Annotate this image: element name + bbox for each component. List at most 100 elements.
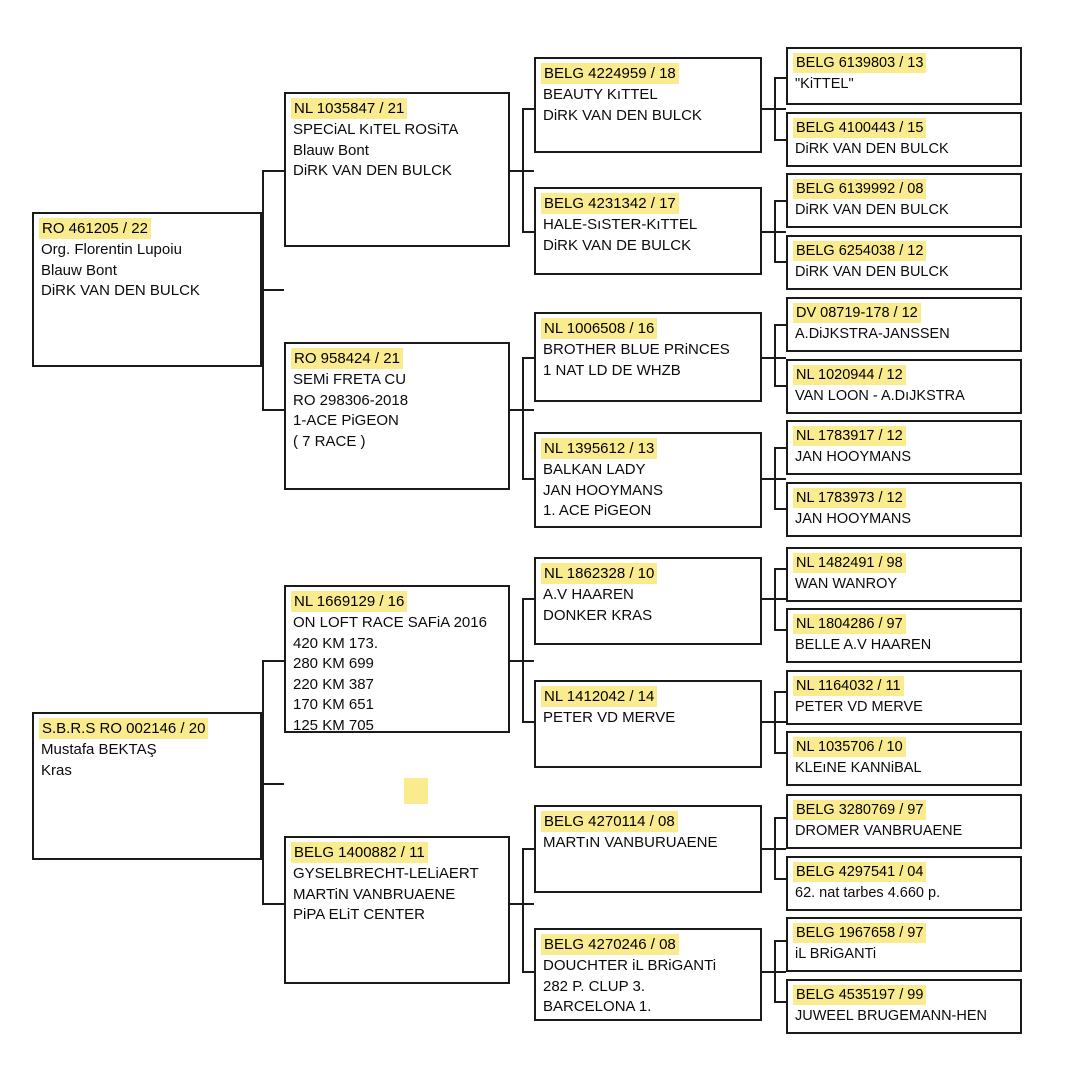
pedigree-node-g4-8[interactable]: NL 1783973 / 12 JAN HOOYMANS — [786, 482, 1022, 537]
pedigree-node-g4-11[interactable]: NL 1164032 / 11 PETER VD MERVE — [786, 670, 1022, 725]
ring-number: NL 1035847 / 21 — [291, 98, 408, 119]
node-detail-line: iL BRiGANTi — [795, 946, 877, 962]
pedigree-node-g2-2[interactable]: RO 958424 / 21 SEMi FRETA CU RO 298306-2… — [284, 342, 510, 490]
node-detail-line: ( 7 RACE ) — [293, 432, 366, 450]
node-detail-line: MARTiN VANBRUAENE — [293, 885, 456, 903]
pedigree-node-g4-3[interactable]: BELG 6139992 / 08 DiRK VAN DEN BULCK — [786, 173, 1022, 228]
ring-number: BELG 4270246 / 08 — [541, 934, 679, 955]
pedigree-node-g4-4[interactable]: BELG 6254038 / 12 DiRK VAN DEN BULCK — [786, 235, 1022, 290]
connector — [522, 108, 534, 110]
node-detail-line: 1 NAT LD DE WHZB — [543, 361, 681, 379]
connector — [774, 447, 776, 509]
ring-number: DV 08719-178 / 12 — [793, 303, 921, 323]
node-detail-line: BROTHER BLUE PRiNCES — [543, 341, 730, 358]
pedigree-node-g4-16[interactable]: BELG 4535197 / 99 JUWEEL BRUGEMANN-HEN — [786, 979, 1022, 1034]
pedigree-node-g2-1[interactable]: NL 1035847 / 21 SPECiAL KıTEL ROSiTA Bla… — [284, 92, 510, 247]
node-detail-line: VAN LOON - A.DıJKSTRA — [795, 388, 965, 404]
connector — [774, 752, 786, 754]
node-detail-line: 220 KM 387 — [293, 675, 374, 693]
pedigree-node-g3-1[interactable]: BELG 4224959 / 18 BEAUTY KıTTEL DiRK VAN… — [534, 57, 762, 153]
node-detail-line: Blauw Bont — [293, 141, 369, 159]
pedigree-node-g4-13[interactable]: BELG 3280769 / 97 DROMER VANBRUAENE — [786, 794, 1022, 849]
pedigree-node-g4-6[interactable]: NL 1020944 / 12 VAN LOON - A.DıJKSTRA — [786, 359, 1022, 414]
node-detail-line: DiRK VAN DEN BULCK — [293, 162, 452, 179]
pedigree-node-g4-2[interactable]: BELG 4100443 / 15 DiRK VAN DEN BULCK — [786, 112, 1022, 167]
node-detail-line: RO 298306-2018 — [293, 391, 409, 409]
ring-number: BELG 4224959 / 18 — [541, 63, 679, 84]
node-detail-line: PiPA ELiT CENTER — [293, 906, 425, 923]
pedigree-node-g3-2[interactable]: BELG 4231342 / 17 HALE-SıSTER-KıTTEL DiR… — [534, 187, 762, 275]
connector — [522, 971, 534, 973]
pedigree-node-root-1[interactable]: RO 461205 / 22 Org. Florentin Lupoiu Bla… — [32, 212, 262, 367]
pedigree-node-g3-6[interactable]: NL 1412042 / 14 PETER VD MERVE — [534, 680, 762, 768]
node-detail-line: 1-ACE PiGEON — [293, 412, 399, 429]
connector — [774, 940, 786, 942]
pedigree-node-g4-12[interactable]: NL 1035706 / 10 KLEıNE KANNiBAL — [786, 731, 1022, 786]
ring-number: BELG 4535197 / 99 — [793, 985, 927, 1005]
node-detail-line: Kras — [41, 761, 72, 779]
connector — [522, 848, 534, 850]
node-detail-line: JAN HOOYMANS — [795, 449, 912, 465]
pedigree-node-g3-4[interactable]: NL 1395612 / 13 BALKAN LADY JAN HOOYMANS… — [534, 432, 762, 528]
connector — [774, 691, 776, 753]
ring-number: BELG 1967658 / 97 — [793, 923, 927, 943]
ring-number: NL 1862328 / 10 — [541, 563, 658, 584]
connector — [522, 848, 524, 972]
pedigree-node-g4-1[interactable]: BELG 6139803 / 13 "KiTTEL" — [786, 47, 1022, 105]
ring-number: NL 1783973 / 12 — [793, 488, 906, 508]
connector — [774, 261, 786, 263]
pedigree-node-g4-5[interactable]: DV 08719-178 / 12 A.DiJKSTRA-JANSSEN — [786, 297, 1022, 352]
connector — [774, 878, 786, 880]
pedigree-node-g3-7[interactable]: BELG 4270114 / 08 MARTıN VANBURUAENE — [534, 805, 762, 893]
connector — [774, 508, 786, 510]
ring-number: NL 1035706 / 10 — [793, 737, 906, 757]
node-detail-line: BELLE A.V HAAREN — [795, 637, 932, 653]
node-detail-line: ON LOFT RACE SAFiA 2016 — [293, 614, 487, 631]
node-detail-line: DiRK VAN DEN BULCK — [795, 202, 949, 218]
pedigree-node-g2-4[interactable]: BELG 1400882 / 11 GYSELBRECHT-LELiAERT M… — [284, 836, 510, 984]
stray-highlight-mark — [404, 778, 428, 804]
node-detail-line: BEAUTY KıTTEL — [543, 86, 658, 103]
node-detail-line: 282 P. CLUP 3. — [543, 977, 646, 995]
ring-number: S.B.R.S RO 002146 / 20 — [39, 718, 209, 739]
node-detail-line: BARCELONA 1. — [543, 998, 652, 1015]
node-detail-line: Org. Florentin Lupoiu — [41, 241, 182, 258]
node-detail-line: PETER VD MERVE — [543, 709, 676, 726]
ring-number: NL 1164032 / 11 — [793, 676, 904, 696]
connector — [522, 231, 534, 233]
node-detail-line: 170 KM 651 — [293, 696, 374, 713]
connector — [774, 817, 776, 879]
pedigree-node-g3-8[interactable]: BELG 4270246 / 08 DOUCHTER iL BRiGANTi 2… — [534, 928, 762, 1021]
pedigree-node-g3-5[interactable]: NL 1862328 / 10 A.V HAAREN DONKER KRAS — [534, 557, 762, 645]
connector — [774, 817, 786, 819]
connector — [262, 783, 284, 785]
node-detail-line: JAN HOOYMANS — [543, 481, 664, 499]
ring-number: NL 1412042 / 14 — [541, 686, 658, 707]
connector — [522, 478, 534, 480]
ring-number: NL 1020944 / 12 — [793, 365, 906, 385]
pedigree-node-g4-10[interactable]: NL 1804286 / 97 BELLE A.V HAAREN — [786, 608, 1022, 663]
node-detail-line: WAN WANROY — [795, 576, 898, 592]
pedigree-node-g4-14[interactable]: BELG 4297541 / 04 62. nat tarbes 4.660 p… — [786, 856, 1022, 911]
connector — [774, 324, 776, 386]
node-detail-line: DiRK VAN DEN BULCK — [41, 282, 200, 299]
node-detail-line: 125 KM 705 — [293, 716, 374, 733]
connector — [774, 200, 776, 262]
connector — [774, 1001, 786, 1003]
pedigree-node-root-2[interactable]: S.B.R.S RO 002146 / 20 Mustafa BEKTAŞ Kr… — [32, 712, 262, 860]
pedigree-node-g3-3[interactable]: NL 1006508 / 16 BROTHER BLUE PRiNCES 1 N… — [534, 312, 762, 402]
pedigree-node-g4-15[interactable]: BELG 1967658 / 97 iL BRiGANTi — [786, 917, 1022, 972]
pedigree-node-g4-7[interactable]: NL 1783917 / 12 JAN HOOYMANS — [786, 420, 1022, 475]
ring-number: RO 958424 / 21 — [291, 348, 403, 369]
pedigree-node-g4-9[interactable]: NL 1482491 / 98 WAN WANROY — [786, 547, 1022, 602]
node-detail-line: Mustafa BEKTAŞ — [41, 741, 157, 758]
connector — [522, 598, 524, 722]
connector — [522, 721, 534, 723]
connector — [774, 568, 786, 570]
node-detail-line: A.DiJKSTRA-JANSSEN — [795, 326, 950, 342]
node-detail-line: A.V HAAREN — [543, 586, 634, 603]
node-detail-line: MARTıN VANBURUAENE — [543, 834, 718, 851]
pedigree-node-g2-3[interactable]: NL 1669129 / 16 ON LOFT RACE SAFiA 2016 … — [284, 585, 510, 733]
ring-number: NL 1482491 / 98 — [793, 553, 906, 573]
